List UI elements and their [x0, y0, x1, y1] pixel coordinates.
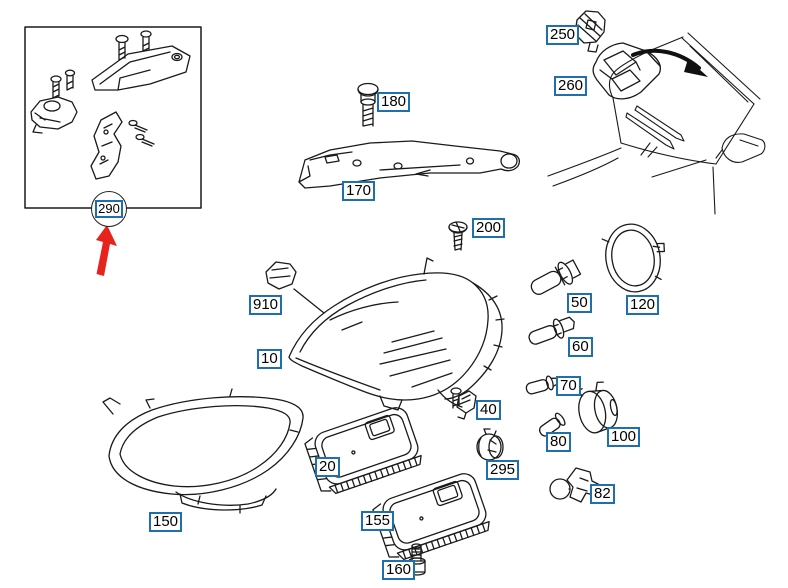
- bracket-40-drawing: [456, 390, 477, 420]
- red-arrow: [96, 225, 117, 276]
- part-label-40[interactable]: 40: [476, 400, 501, 420]
- bulb-socket-82-drawing: [549, 467, 603, 503]
- part-label-160[interactable]: 160: [382, 560, 416, 580]
- grommet-295-drawing: [476, 428, 504, 461]
- bracket-170-drawing: [298, 140, 520, 189]
- part-label-250[interactable]: 250: [546, 25, 580, 45]
- control-unit-20-drawing: [304, 407, 422, 495]
- cover-260-drawing: [592, 42, 661, 100]
- bulb-60-drawing: [528, 316, 575, 345]
- clip-910-drawing: [265, 261, 325, 314]
- part-label-50[interactable]: 50: [567, 293, 592, 313]
- part-label-155[interactable]: 155: [361, 511, 395, 531]
- part-label-260[interactable]: 260: [554, 76, 588, 96]
- part-label-180[interactable]: 180: [377, 92, 411, 112]
- part-label-150[interactable]: 150: [149, 512, 183, 532]
- screw-180-drawing: [357, 82, 379, 127]
- bulb-50-drawing: [530, 259, 582, 295]
- part-label-10[interactable]: 10: [257, 349, 282, 369]
- mounting-kit-290-drawing: [24, 26, 202, 209]
- part-label-170[interactable]: 170: [342, 181, 376, 201]
- part-label-295[interactable]: 295: [486, 460, 520, 480]
- part-label-200[interactable]: 200: [472, 218, 506, 238]
- headlamp-10-drawing: [288, 257, 505, 411]
- screw-200-drawing: [448, 221, 468, 251]
- part-callout-290-circle[interactable]: 290: [91, 191, 127, 227]
- part-label-290[interactable]: 290: [95, 200, 123, 218]
- part-label-100[interactable]: 100: [607, 427, 641, 447]
- seal-ring-120-drawing: [601, 223, 665, 293]
- part-label-80[interactable]: 80: [546, 432, 571, 452]
- part-label-120[interactable]: 120: [626, 295, 660, 315]
- part-label-20[interactable]: 20: [315, 457, 340, 477]
- part-label-60[interactable]: 60: [568, 337, 593, 357]
- part-label-910[interactable]: 910: [249, 295, 283, 315]
- gasket-150-drawing: [102, 388, 304, 514]
- bulb-80-drawing: [538, 412, 566, 437]
- car-windshield-drawing: [547, 32, 766, 215]
- part-label-70[interactable]: 70: [556, 376, 581, 396]
- windshield-arrow: [631, 48, 708, 77]
- part-label-82[interactable]: 82: [590, 484, 615, 504]
